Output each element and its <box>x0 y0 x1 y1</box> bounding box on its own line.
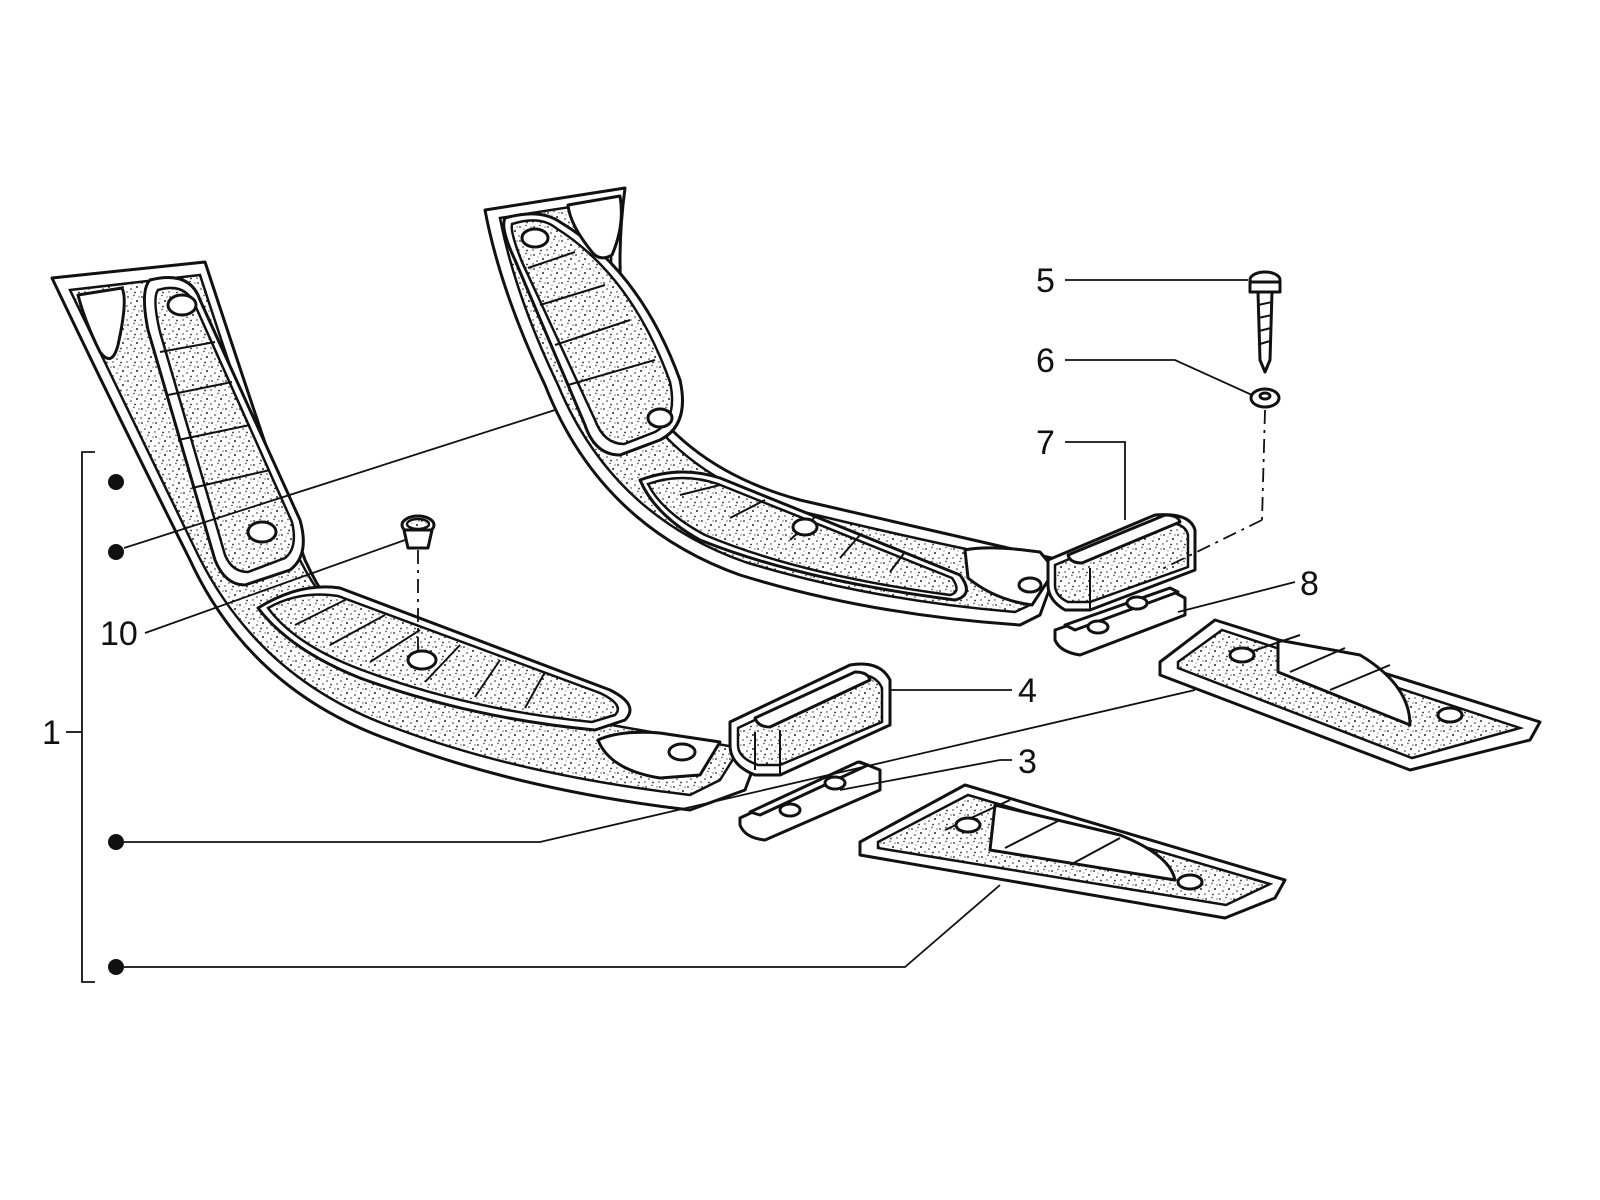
callout-1: 1 <box>42 714 61 752</box>
callout-5: 5 <box>1036 262 1055 300</box>
callout-6: 6 <box>1036 342 1055 380</box>
screw <box>1248 270 1282 374</box>
rubber-block-right <box>1046 513 1197 612</box>
lower-flat-mat <box>858 783 1287 920</box>
bracket-right <box>1053 586 1187 657</box>
leader-lines <box>66 279 1296 983</box>
left-floor-mat <box>50 260 762 812</box>
callout-10: 10 <box>100 615 138 653</box>
right-floor-mat <box>483 186 1062 627</box>
callout-3: 3 <box>1018 743 1037 781</box>
callout-7: 7 <box>1036 424 1055 462</box>
callout-4: 4 <box>1018 672 1037 710</box>
upper-flat-mat <box>1158 618 1542 772</box>
plastic-clip <box>400 514 436 550</box>
rubber-block-left <box>728 662 892 777</box>
washer <box>1249 387 1281 409</box>
callout-8: 8 <box>1300 565 1319 603</box>
